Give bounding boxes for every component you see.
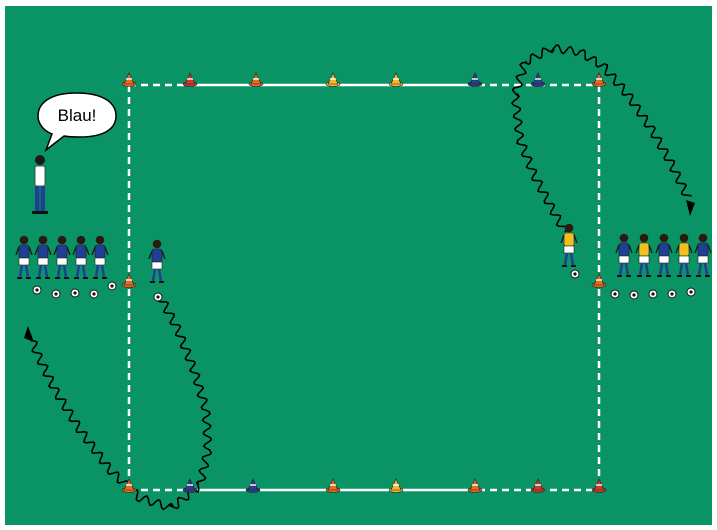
soccer-ball-icon bbox=[33, 286, 41, 294]
soccer-ball-icon bbox=[649, 290, 657, 298]
soccer-ball-icon bbox=[108, 282, 116, 290]
soccer-ball-icon bbox=[668, 290, 676, 298]
soccer-ball-icon bbox=[90, 290, 98, 298]
soccer-ball-icon bbox=[611, 290, 619, 298]
soccer-ball-icon bbox=[630, 291, 638, 299]
soccer-ball-icon bbox=[571, 270, 579, 278]
soccer-ball-icon bbox=[154, 293, 162, 301]
soccer-ball-icon bbox=[687, 288, 695, 296]
speech-bubble-text: Blau! bbox=[58, 106, 97, 125]
soccer-ball-icon bbox=[71, 289, 79, 297]
soccer-ball-icon bbox=[52, 290, 60, 298]
